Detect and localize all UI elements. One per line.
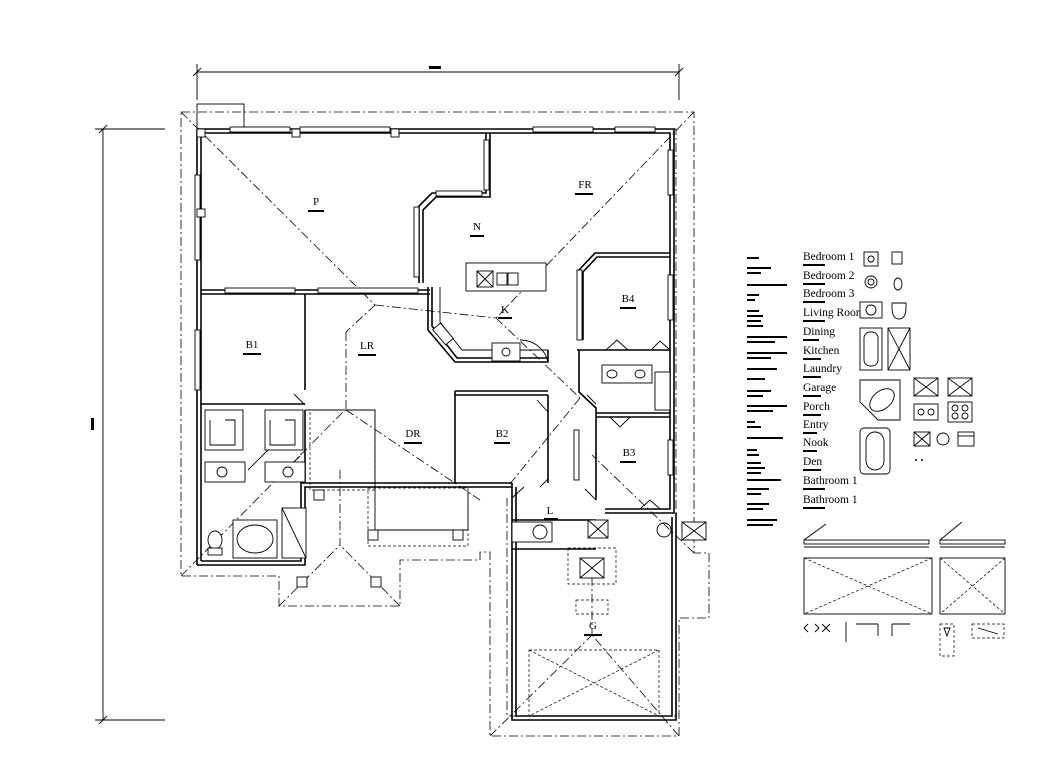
sink-icon xyxy=(863,251,879,267)
range-icon xyxy=(947,401,973,423)
bathtub-icon xyxy=(859,327,883,371)
toilet-icon xyxy=(891,302,907,320)
room-label-k: K xyxy=(501,304,509,316)
room-label-l: L xyxy=(547,505,554,517)
legend-name-1: Bedroom 1 xyxy=(803,251,855,263)
room-label-b4: B4 xyxy=(622,293,635,305)
bathtub-icon xyxy=(859,427,891,475)
room-label-b3: B3 xyxy=(623,447,636,459)
fixture-symbols-legend xyxy=(859,251,975,475)
legend-name-8: Garage xyxy=(803,382,836,394)
legend-name-2: Bedroom 2 xyxy=(803,270,855,282)
window-symbol-icon xyxy=(971,623,1005,639)
legend-name-12: Den xyxy=(803,456,822,468)
garage-door xyxy=(528,649,660,717)
porch-entry xyxy=(296,409,707,615)
window-symbols xyxy=(194,126,674,481)
legend-name-7: Laundry xyxy=(803,363,842,375)
legend-name-14: Bathroom 1 xyxy=(803,494,858,506)
bath-fixtures xyxy=(204,364,672,559)
door-symbol-icon xyxy=(939,623,955,657)
legend-name-3: Bedroom 3 xyxy=(803,288,855,300)
room-label-g: G xyxy=(589,620,597,632)
legend-name-11: Nook xyxy=(803,437,829,449)
room-label-b1: B1 xyxy=(246,339,259,351)
room-label-p: P xyxy=(313,196,319,208)
room-label-dr: DR xyxy=(405,428,421,440)
room-label-n: N xyxy=(473,221,481,233)
roof-outline xyxy=(180,111,710,737)
room-labels: P FR N K B4 B1 LR DR B2 B3 L G xyxy=(243,179,636,636)
legend-name-9: Porch xyxy=(803,401,830,413)
room-label-fr: FR xyxy=(578,179,592,191)
overall-width-dimension xyxy=(192,64,684,100)
notes-column xyxy=(747,257,787,526)
legend-name-4: Living Room xyxy=(803,307,865,319)
kitchen-counters xyxy=(432,262,548,362)
overall-depth-dimension xyxy=(91,124,165,725)
toilet-icon xyxy=(893,277,903,291)
room-name-legend: Bedroom 1 Bedroom 2 Bedroom 3 Living Roo… xyxy=(803,251,865,509)
legend-name-6: Kitchen xyxy=(803,345,840,357)
sink-icon xyxy=(891,251,903,265)
window-door-details xyxy=(803,521,1006,657)
bathtub-icon xyxy=(859,379,901,421)
room-label-lr: LR xyxy=(360,340,375,352)
legend-name-5: Dining xyxy=(803,326,835,338)
room-label-b2: B2 xyxy=(496,428,509,440)
legend-name-13: Bathroom 1 xyxy=(803,475,858,487)
legend-name-10: Entry xyxy=(803,419,829,431)
